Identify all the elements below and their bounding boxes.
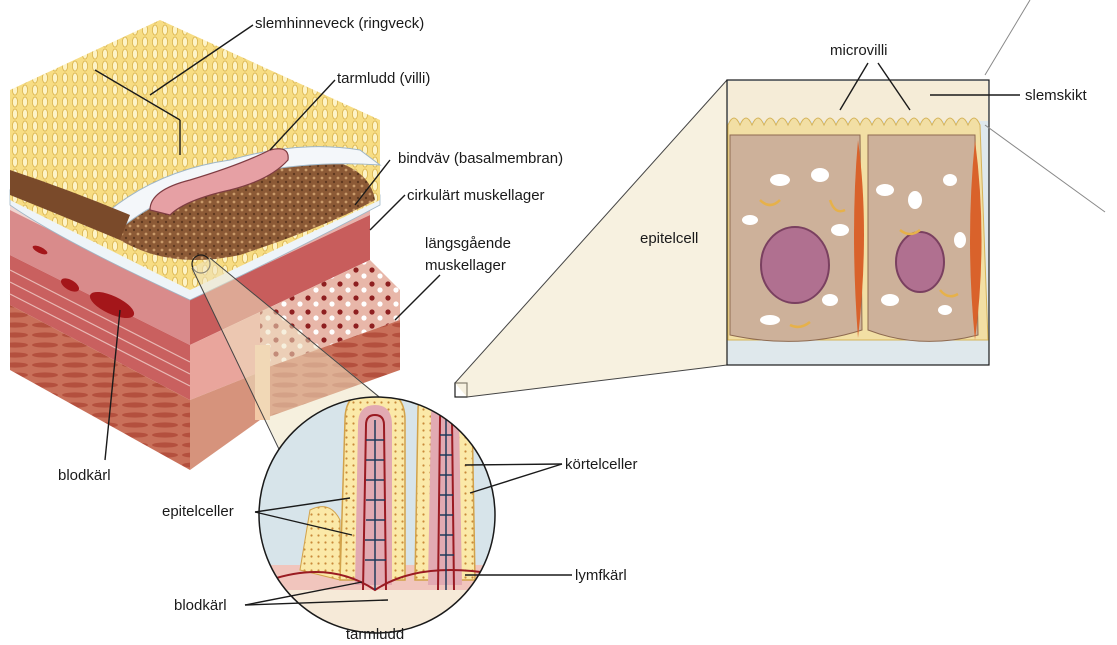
label-villus: tarmludd (villi) [337, 70, 430, 87]
label-epithelial-cells: epitelceller [162, 503, 234, 520]
label-mucosal-fold: slemhinneveck (ringveck) [255, 15, 424, 32]
label-circular-muscle: cirkulärt muskellager [407, 187, 545, 204]
label-connective-tissue: bindväv (basalmembran) [398, 150, 563, 167]
label-blood-vessels-bottom: blodkärl [174, 597, 227, 614]
label-longitudinal-muscle-2: muskellager [425, 257, 506, 274]
label-villus-bottom: tarmludd [346, 626, 404, 643]
label-lymph-vessel: lymfkärl [575, 567, 627, 584]
label-microvilli: microvilli [830, 42, 888, 59]
label-mucus-layer: slemskikt [1025, 87, 1088, 104]
cell-inset [727, 80, 989, 365]
label-blood-vessel-left: blodkärl [58, 467, 111, 484]
label-epithelial-cell: epitelcell [640, 230, 698, 247]
label-gland-cells: körtelceller [565, 456, 638, 473]
label-longitudinal-muscle-1: längsgående [425, 235, 511, 252]
